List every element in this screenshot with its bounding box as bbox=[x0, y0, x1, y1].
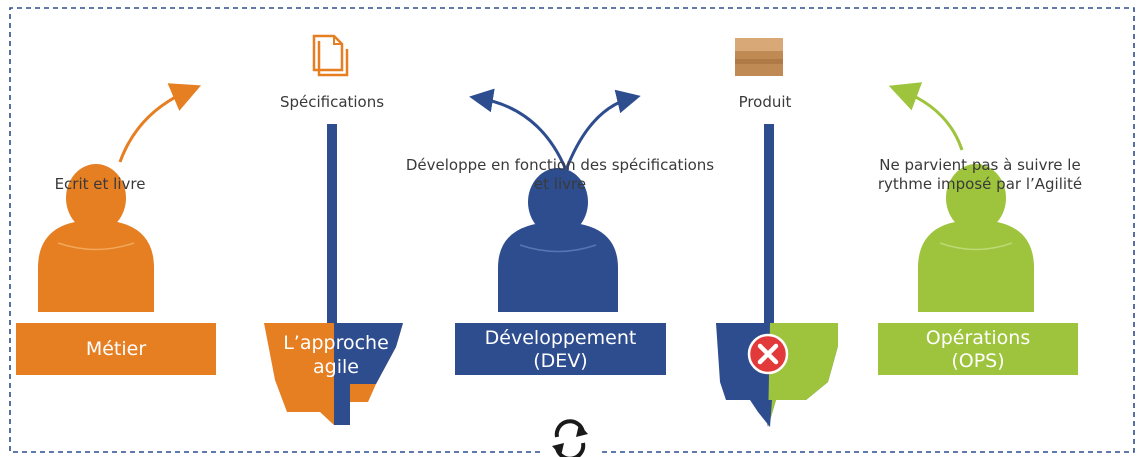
box-icon bbox=[735, 38, 783, 76]
dev-arrow-right bbox=[564, 89, 641, 171]
agile-bridge-shape bbox=[264, 323, 403, 425]
metier-label: Métier bbox=[85, 338, 147, 360]
dev-action-text-line2: et livre bbox=[533, 175, 587, 193]
ops-action-text-line2: rythme imposé par l’Agilité bbox=[877, 175, 1083, 193]
agile-label-line1: L’approche bbox=[283, 332, 389, 354]
ops-label-line1: Opérations bbox=[925, 327, 1031, 349]
ops-action-text-line1: Ne parvient pas à suivre le bbox=[879, 156, 1081, 174]
product-pole bbox=[764, 124, 774, 346]
metier-box bbox=[16, 323, 216, 375]
dev-person-icon bbox=[498, 168, 618, 312]
refresh-cycle-icon bbox=[552, 419, 588, 457]
metier-action-text: Ecrit et livre bbox=[54, 175, 146, 193]
ops-label-line2: (OPS) bbox=[951, 350, 1005, 372]
error-x-icon bbox=[747, 333, 789, 375]
dashed-frame bbox=[9, 7, 1135, 453]
specs-label: Spécifications bbox=[279, 93, 385, 111]
document-icon bbox=[312, 34, 349, 77]
metier-person-icon bbox=[38, 164, 154, 312]
agile-label-line2: agile bbox=[313, 356, 359, 378]
product-label: Produit bbox=[738, 93, 792, 111]
ops-box bbox=[878, 323, 1078, 375]
dev-label-line1: Développement bbox=[484, 327, 637, 349]
dev-label-line2: (DEV) bbox=[533, 350, 588, 372]
dev-box bbox=[455, 323, 666, 375]
dev-arrow-left bbox=[469, 88, 568, 171]
ops-person-icon bbox=[918, 164, 1034, 312]
dev-action-text-line1: Développe en fonction des spécifications bbox=[405, 156, 715, 174]
ops-arrow bbox=[888, 82, 964, 151]
metier-arrow bbox=[118, 83, 202, 163]
specs-pole bbox=[327, 124, 337, 346]
